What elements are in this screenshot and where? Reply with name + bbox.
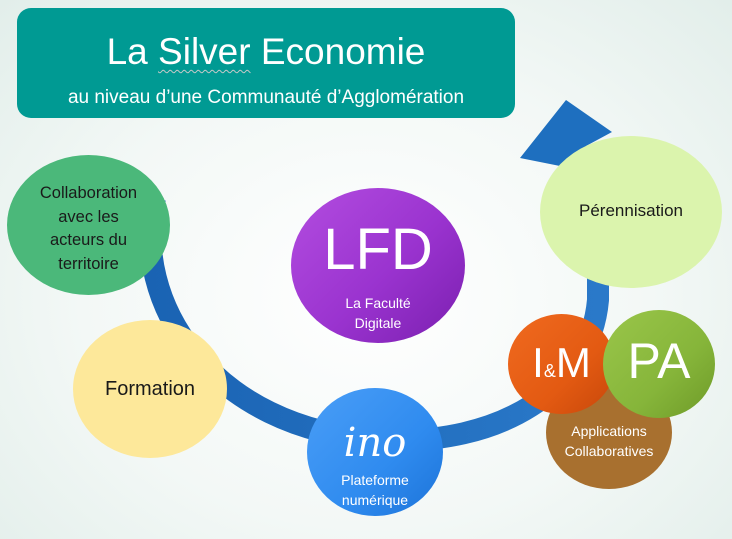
collaboration-label: Collaboration avec les acteurs du territ… (39, 184, 138, 273)
node-lfd: LFD La Faculté Digitale (291, 188, 465, 343)
page-subtitle: au niveau d’une Communauté d’Agglomérati… (67, 87, 465, 108)
node-ino: ino Plateforme numérique (307, 388, 443, 516)
applications-label: Applications Collaboratives (564, 423, 654, 459)
title-silver-word: Silver (158, 31, 251, 72)
ino-logo: ino (343, 420, 407, 466)
node-collaboration: Collaboration avec les acteurs du territ… (7, 155, 170, 295)
perennisation-label: Pérennisation (579, 201, 683, 220)
page-title: La Silver Economie (106, 31, 426, 72)
title-banner: La Silver Economie au niveau d’une Commu… (17, 8, 515, 118)
node-perennisation: Pérennisation (540, 136, 722, 288)
lfd-label: La Faculté Digitale (345, 295, 411, 331)
node-pa: PA (603, 310, 715, 418)
formation-label: Formation (104, 378, 196, 400)
lfd-abbr: LFD (323, 217, 433, 282)
ino-label: Plateforme numérique (341, 472, 409, 508)
pa-abbr: PA (627, 333, 691, 389)
node-formation: Formation (73, 320, 227, 458)
im-abbr: I&M (532, 339, 591, 386)
node-im: I&M (508, 314, 615, 414)
